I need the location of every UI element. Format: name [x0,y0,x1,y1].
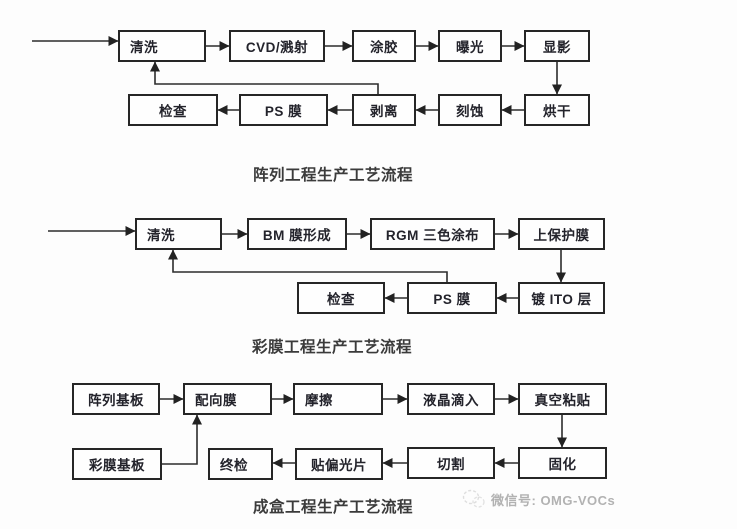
watermark-text: 微信号: OMG-VOCs [491,492,616,508]
flow-node-array-expose: 曝光 [438,30,502,62]
flow-node-array-cvd: CVD/溅射 [229,30,325,62]
flow-node-array-etch: 刻蚀 [438,94,502,126]
flow-node-cell-arraysub: 阵列基板 [72,383,160,415]
flow-node-colorfilm-inspect: 检查 [297,282,385,314]
watermark: 微信号: OMG-VOCs [462,489,615,509]
flow-node-cell-vacuum: 真空粘贴 [518,383,607,415]
flow-node-colorfilm-rgmcoat: RGM 三色涂布 [370,218,495,250]
flow-node-cell-alignfilm: 配向膜 [183,383,272,415]
flow-node-cell-rub: 摩擦 [293,383,383,415]
flow-node-cell-finalinspect: 终检 [208,448,273,480]
flow-arrow-cell-8 [162,414,202,465]
chart-title-array: 阵列工程生产工艺流程 [253,167,414,184]
flow-node-cell-cfsub: 彩膜基板 [72,448,162,480]
flow-node-cell-polarizer: 贴偏光片 [295,448,383,480]
flow-arrow-array-10 [150,61,379,94]
flow-node-cell-cut: 切割 [407,447,495,479]
flow-node-colorfilm-protect: 上保护膜 [518,218,605,250]
flow-node-colorfilm-bmfilm: BM 膜形成 [247,218,347,250]
flow-node-array-strip: 剥离 [352,94,416,126]
flow-node-colorfilm-psfilm: PS 膜 [407,282,497,314]
flow-node-cell-lcdrop: 液晶滴入 [407,383,495,415]
flow-node-cell-cure: 固化 [518,447,607,479]
flow-node-array-wash: 清洗 [118,30,206,62]
flow-node-array-psfilm: PS 膜 [239,94,328,126]
flow-node-colorfilm-wash: 清洗 [135,218,222,250]
flow-node-array-develop: 显影 [524,30,590,62]
chart-title-colorfilm: 彩膜工程生产工艺流程 [252,339,413,356]
flow-arrow-colorfilm-7 [168,249,448,282]
flow-node-array-inspect: 检查 [128,94,218,126]
chart-title-cell: 成盒工程生产工艺流程 [253,499,414,516]
flow-node-array-dry: 烘干 [524,94,590,126]
flow-node-array-coat: 涂胶 [352,30,416,62]
wechat-icon [462,489,485,509]
flow-node-colorfilm-ito: 镀 ITO 层 [518,282,605,314]
